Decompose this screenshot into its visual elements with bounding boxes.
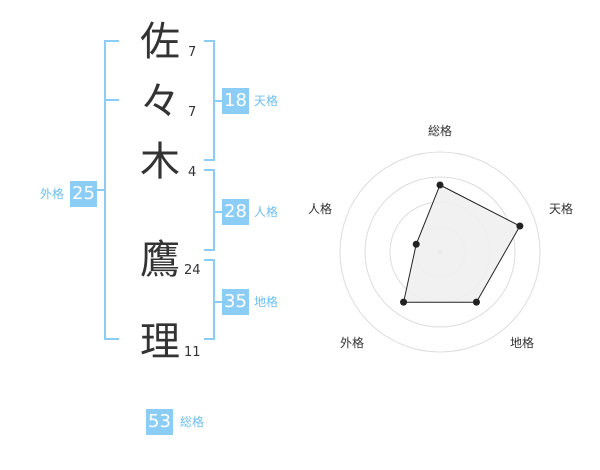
tenkaku-value: 18 <box>222 88 249 114</box>
gaikaku-value: 25 <box>70 181 97 207</box>
name-char-4: 鷹 <box>140 237 180 283</box>
jinkaku-value: 28 <box>222 199 249 225</box>
radar-ring-2 <box>364 176 516 328</box>
name-char-5: 理 <box>140 319 180 365</box>
radar-points <box>400 181 524 306</box>
tenkaku-label: 天格 <box>254 94 279 108</box>
name-char-1: 佐 <box>140 19 180 65</box>
radar-label-jinkaku: 人格 <box>308 202 333 216</box>
chikaku-value: 35 <box>222 289 249 315</box>
chikaku-label: 地格 <box>254 295 279 309</box>
radar-label-tenkaku: 天格 <box>549 202 574 216</box>
stroke-count-2: 7 <box>188 105 197 120</box>
chikaku-bracket <box>204 259 222 340</box>
radar-point-5 <box>412 240 420 248</box>
radar-point-1 <box>436 181 444 189</box>
soukaku-label: 総格 <box>180 415 205 429</box>
gaikaku-label: 外格 <box>40 187 65 201</box>
jinkaku-label: 人格 <box>254 205 279 219</box>
stroke-count-1: 7 <box>188 45 197 60</box>
soukaku-value: 53 <box>146 409 173 435</box>
name-char-2: 々 <box>140 79 180 125</box>
radar-label-soukaku: 総格 <box>428 124 453 138</box>
radar-area <box>402 184 521 303</box>
stroke-count-4: 24 <box>184 263 201 278</box>
radar-ring-1 <box>339 151 541 353</box>
radar-label-gaikaku: 外格 <box>340 336 365 350</box>
name-char-3: 木 <box>140 139 180 185</box>
stroke-count-5: 11 <box>184 345 201 360</box>
radar-point-2 <box>516 222 524 230</box>
radar-point-3 <box>472 298 480 306</box>
jinkaku-bracket <box>204 169 222 251</box>
radar-label-chikaku: 地格 <box>510 336 535 350</box>
stroke-count-3: 4 <box>188 165 197 180</box>
tenkaku-bracket <box>204 40 222 161</box>
radar-point-4 <box>400 298 408 306</box>
